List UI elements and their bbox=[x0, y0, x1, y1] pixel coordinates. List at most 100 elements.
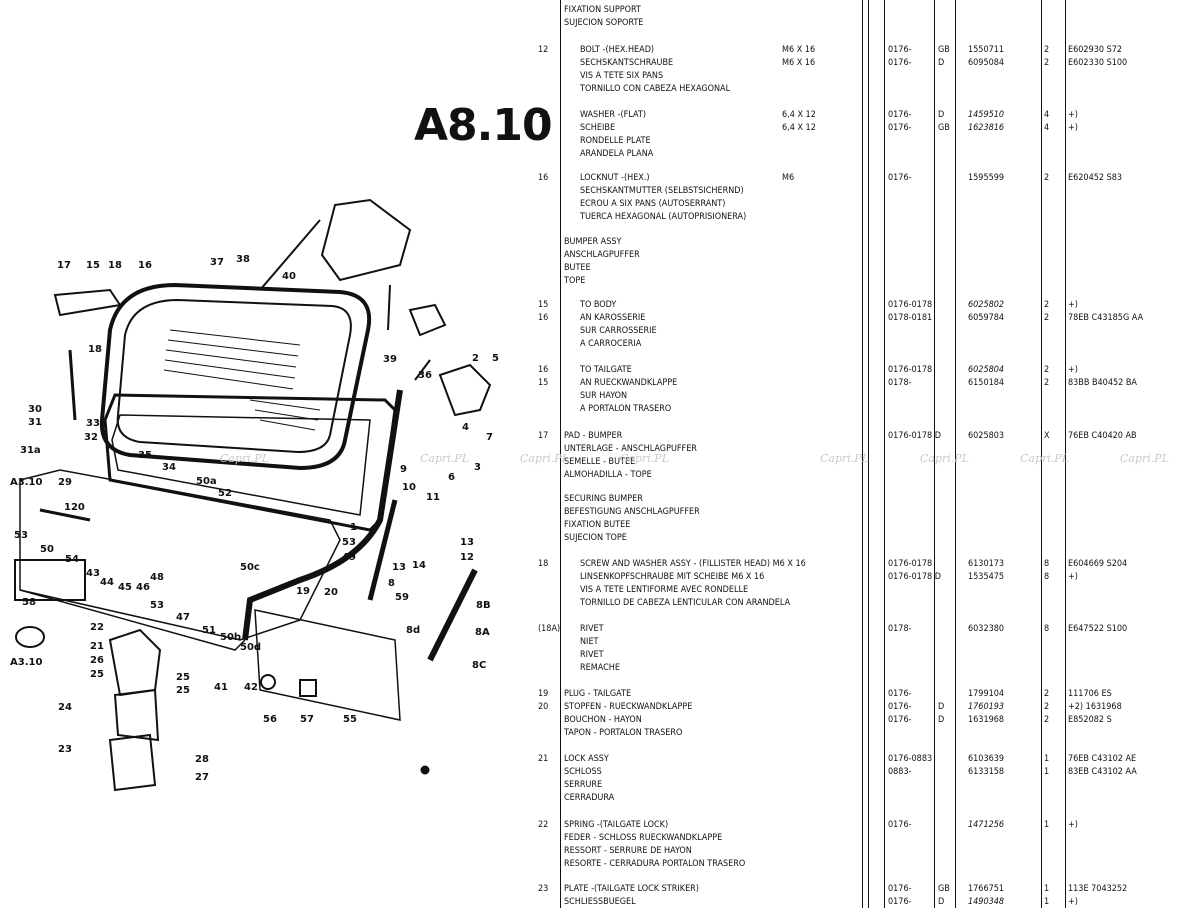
years-value: 0176- bbox=[888, 897, 912, 907]
part-number: 1766751 bbox=[968, 884, 1005, 894]
ref-number: 15 bbox=[538, 378, 549, 388]
description-line: ECROU A SIX PANS (AUTOSERRANT) bbox=[580, 199, 726, 209]
watermark: Capri.PL bbox=[820, 452, 869, 465]
svg-text:7: 7 bbox=[486, 432, 493, 443]
description-line: FIXATION BUTEE bbox=[564, 520, 631, 530]
watermark: Capri.PL bbox=[420, 452, 469, 465]
svg-text:20: 20 bbox=[324, 587, 338, 598]
ref-number: 16 bbox=[538, 313, 549, 323]
svg-text:56: 56 bbox=[263, 714, 277, 725]
svg-text:29: 29 bbox=[58, 477, 72, 488]
svg-text:14: 14 bbox=[412, 560, 426, 571]
years-value: 0176-0178 D bbox=[888, 572, 941, 582]
description-line: RIVET bbox=[580, 650, 604, 660]
svg-text:120: 120 bbox=[64, 502, 85, 513]
watermark: Capri.PL bbox=[220, 452, 269, 465]
hinge bbox=[320, 198, 412, 282]
description-line: SECHSKANTSCHRAUBE bbox=[580, 58, 674, 68]
description-line: FIXATION SUPPORT bbox=[564, 5, 641, 15]
market-code: GB bbox=[938, 123, 950, 133]
description-line: TOPE bbox=[564, 276, 586, 286]
remark: 76EB C43102 AE bbox=[1068, 754, 1137, 764]
svg-text:46: 46 bbox=[136, 582, 150, 593]
quantity: 4 bbox=[1044, 123, 1050, 133]
remark: 113E 7043252 bbox=[1068, 884, 1128, 894]
description-line: TUERCA HEXAGONAL (AUTOPRISIONERA) bbox=[580, 212, 747, 222]
description-line: CERRADURA bbox=[564, 793, 615, 803]
part-number: 6130173 bbox=[968, 559, 1005, 569]
svg-text:2: 2 bbox=[472, 353, 479, 364]
svg-text:8C: 8C bbox=[472, 660, 486, 671]
years-value: 0883- bbox=[888, 767, 912, 777]
part-number: 1799104 bbox=[968, 689, 1005, 699]
quantity: 8 bbox=[1044, 572, 1050, 582]
quantity: 1 bbox=[1044, 767, 1050, 777]
svg-text:54: 54 bbox=[65, 554, 79, 565]
market-code: D bbox=[938, 110, 945, 120]
svg-text:8d: 8d bbox=[406, 625, 420, 636]
description-line: PAD - BUMPER bbox=[564, 431, 623, 441]
page-code: A8.10 bbox=[414, 100, 553, 151]
svg-text:13: 13 bbox=[392, 562, 406, 573]
remark: +) bbox=[1068, 110, 1078, 120]
svg-text:45: 45 bbox=[118, 582, 132, 593]
description-line: A CARROCERIA bbox=[580, 339, 642, 349]
description-line: BUTEE bbox=[564, 263, 591, 273]
description-line: SUJECION SOPORTE bbox=[564, 18, 644, 28]
svg-text:31a: 31a bbox=[20, 445, 41, 456]
description-line: RIVET bbox=[580, 624, 604, 634]
market-code: GB bbox=[938, 884, 950, 894]
svg-text:13: 13 bbox=[460, 537, 474, 548]
part-number: 6025802 bbox=[968, 300, 1005, 310]
part-number: 6032380 bbox=[968, 624, 1005, 634]
svg-text:50c: 50c bbox=[240, 562, 260, 573]
spec-value: 6,4 X 12 bbox=[782, 123, 816, 133]
description-line: BOLT -(HEX.HEAD) bbox=[580, 45, 655, 55]
description-line: BOUCHON - HAYON bbox=[564, 715, 642, 725]
description-line: SCHEIBE bbox=[580, 123, 616, 133]
tailgate-panel bbox=[19, 469, 341, 641]
remark: E852082 S bbox=[1068, 715, 1112, 725]
svg-text:53: 53 bbox=[342, 537, 356, 548]
remark: +) bbox=[1068, 123, 1078, 133]
part-number: 1471256 bbox=[968, 820, 1005, 830]
column-divider bbox=[934, 0, 935, 908]
remark: +) bbox=[1068, 897, 1078, 907]
svg-text:A3.10: A3.10 bbox=[10, 657, 42, 668]
svg-text:24: 24 bbox=[58, 702, 72, 713]
ref-number: 18 bbox=[538, 559, 549, 569]
svg-text:57: 57 bbox=[300, 714, 314, 725]
years-value: 0176-0883 bbox=[888, 754, 933, 764]
description-line: TO TAILGATE bbox=[580, 365, 632, 375]
svg-text:25: 25 bbox=[90, 669, 104, 680]
quantity: 2 bbox=[1044, 173, 1050, 183]
quantity: 1 bbox=[1044, 820, 1050, 830]
svg-text:8A: 8A bbox=[475, 627, 490, 638]
description-line: SPRING -(TAILGATE LOCK) bbox=[564, 820, 669, 830]
part-number: 1623816 bbox=[968, 123, 1005, 133]
years-value: 0176- bbox=[888, 702, 912, 712]
svg-text:17: 17 bbox=[57, 260, 71, 271]
description-line: TAPON - PORTALON TRASERO bbox=[564, 728, 683, 738]
column-divider bbox=[884, 0, 885, 908]
ref-number: 13 bbox=[538, 110, 549, 120]
watermark: Capri.PL bbox=[1020, 452, 1069, 465]
column-divider bbox=[955, 0, 956, 908]
description-line: LOCKNUT -(HEX.) bbox=[580, 173, 650, 183]
years-value: 0176-0178 D bbox=[888, 431, 941, 441]
quantity: 2 bbox=[1044, 715, 1050, 725]
svg-text:A3.10: A3.10 bbox=[10, 477, 42, 488]
years-value: 0176- bbox=[888, 715, 912, 725]
description-line: UNTERLAGE - ANSCHLAGPUFFER bbox=[564, 444, 697, 454]
svg-text:58: 58 bbox=[22, 597, 36, 608]
part-number: 6025804 bbox=[968, 365, 1005, 375]
description-line: SECHSKANTMUTTER (SELBSTSICHERND) bbox=[580, 186, 744, 196]
svg-text:19: 19 bbox=[296, 586, 310, 597]
market-code: D bbox=[938, 58, 945, 68]
part-number: 1631968 bbox=[968, 715, 1005, 725]
svg-text:50d: 50d bbox=[240, 642, 261, 653]
lock bbox=[108, 628, 162, 697]
svg-text:51: 51 bbox=[202, 625, 216, 636]
remark: 76EB C40420 AB bbox=[1068, 431, 1137, 441]
